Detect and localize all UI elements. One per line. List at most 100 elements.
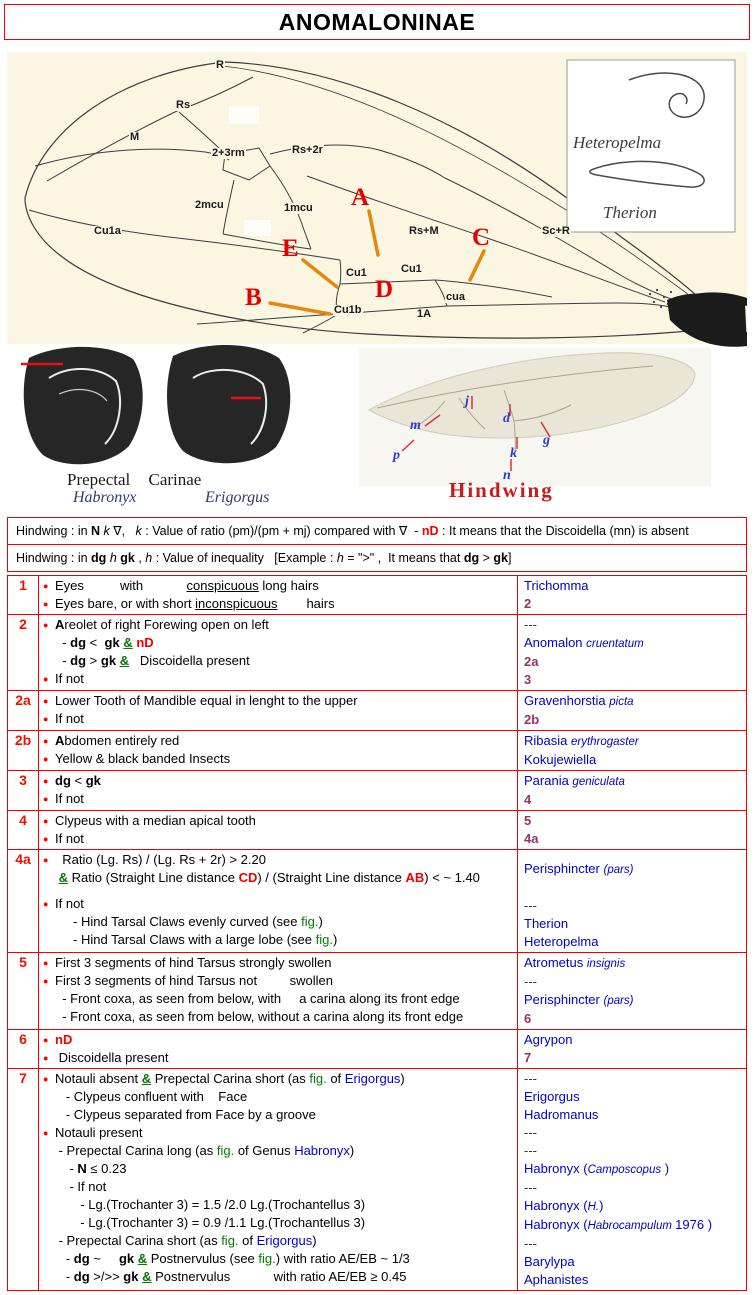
row-number: 2: [7, 614, 39, 691]
taxon-link[interactable]: ): [599, 1198, 604, 1213]
wing-base: [667, 292, 747, 347]
marker-c: C: [472, 224, 491, 251]
red-term: nD: [421, 524, 439, 538]
result-line: Habronyx (Camposcopus ): [519, 1160, 746, 1179]
text-run: h: [109, 551, 117, 565]
text-run: gk: [123, 1269, 139, 1284]
text-run: dg: [70, 635, 87, 650]
result-line: ---: [519, 1142, 746, 1160]
criterion-line: ●Eyes with conspicuous long hairs: [40, 577, 517, 595]
taxon-link[interactable]: Trichomma: [524, 578, 589, 593]
red-term: CD: [238, 870, 258, 885]
taxon-link[interactable]: Gravenhorstia: [524, 693, 610, 708]
text-run: Hindwing : in: [16, 551, 92, 565]
bullet-icon: ●: [43, 674, 49, 684]
taxon-name-italic[interactable]: Habrocampulum: [587, 1220, 676, 1232]
taxon-link[interactable]: Barylypa: [524, 1254, 575, 1269]
taxon-link[interactable]: Agrypon: [524, 1032, 573, 1047]
criterion-line: - Front coxa, as seen from below, withou…: [40, 1008, 517, 1026]
criteria-cell: ●Areolet of right Forewing open on left …: [38, 614, 518, 691]
taxon-link[interactable]: Therion: [524, 916, 569, 931]
taxon-name-italic[interactable]: (pars): [603, 864, 634, 876]
taxon-link[interactable]: Habronyx: [294, 1143, 350, 1158]
row-number: 2a: [7, 690, 39, 731]
taxon-link[interactable]: Ribasia: [524, 733, 571, 748]
text-run: If not: [55, 896, 84, 911]
taxon-link[interactable]: 1976 ): [675, 1217, 713, 1232]
result-line: ---: [519, 1070, 746, 1088]
key-ref: 2: [524, 596, 532, 611]
key-row-1: 1●Eyes with conspicuous long hairs●Eyes …: [7, 575, 747, 615]
taxon-name-italic[interactable]: Camposcopus: [587, 1164, 662, 1176]
legend-row: Hindwing : in dg h gk , h : Value of ine…: [8, 544, 746, 571]
criterion-line: ●If not: [40, 830, 517, 848]
claw-inset: [566, 59, 736, 233]
criterion-line: ●Notauli present: [40, 1124, 517, 1142]
taxon-name-italic[interactable]: cruentatum: [586, 638, 644, 650]
taxon-link[interactable]: Perisphincter: [524, 861, 604, 876]
taxon-link[interactable]: Habronyx (: [524, 1198, 588, 1213]
vein-label-rs-m: Rs+M: [408, 225, 440, 237]
text-run: <: [86, 635, 105, 650]
key-table: 1●Eyes with conspicuous long hairs ● Eyes …: [7, 575, 747, 1291]
taxon-link[interactable]: Habronyx (: [524, 1161, 588, 1176]
criteria-cell: ●Lower Tooth of Mandible equal in lenght…: [38, 690, 518, 731]
taxon-name-italic[interactable]: H.: [587, 1201, 600, 1213]
fig-reference: fig.: [216, 1143, 235, 1158]
row-number: 1: [7, 575, 39, 615]
taxon-name-italic[interactable]: picta: [609, 696, 634, 708]
criterion-line: - dg < gk & nD: [40, 634, 517, 652]
vein-label-2mcu: 2mcu: [194, 199, 225, 211]
taxon-name-italic[interactable]: (pars): [603, 995, 634, 1007]
result-line: Kokujewiella: [519, 751, 746, 769]
taxon-link[interactable]: Parania: [524, 773, 573, 788]
text-run: -: [55, 1161, 78, 1176]
result-line: Parania geniculata: [519, 772, 746, 791]
text-run: -: [55, 653, 71, 668]
taxon-link[interactable]: Erigorgus: [524, 1089, 580, 1104]
marker-pointer-lines: [268, 209, 486, 316]
result-line: ---: [519, 1179, 746, 1197]
text-run: Eyes bare, or with short: [55, 596, 196, 611]
taxon-link[interactable]: Kokujewiella: [524, 752, 597, 767]
taxon-name-italic[interactable]: geniculata: [572, 776, 625, 788]
text-run: Eyes with: [55, 578, 187, 593]
taxon-link[interactable]: Anomalon: [524, 635, 587, 650]
text-run: - Prepectal Carina short (as: [55, 1233, 222, 1248]
text-run: of: [238, 1233, 257, 1248]
text-run: long hairs: [258, 578, 319, 593]
criteria-cell: ●Clypeus with a median apical tooth●If n…: [38, 810, 518, 850]
vein-label-2-3rm: 2+3rm: [211, 147, 246, 159]
taxon-name-italic[interactable]: insignis: [586, 958, 626, 970]
erased-patch: [244, 220, 271, 236]
result-line: 2: [519, 595, 746, 613]
taxon-link[interactable]: Perisphincter: [524, 992, 604, 1007]
taxon-name-italic[interactable]: erythrogaster: [570, 736, 639, 748]
taxon-link[interactable]: Erigorgus: [344, 1071, 401, 1086]
no-result-dash: ---: [524, 1071, 537, 1086]
taxon-link[interactable]: Habronyx (: [524, 1217, 588, 1232]
key-ref: 2a: [524, 654, 539, 669]
taxon-link[interactable]: ): [661, 1161, 670, 1176]
taxon-link[interactable]: Heteropelma: [524, 934, 599, 949]
result-line: Barylypa: [519, 1253, 746, 1271]
text-run: ) with ratio AE/EB ~ 1/3: [275, 1251, 410, 1266]
taxon-link[interactable]: Aphanistes: [524, 1272, 589, 1287]
text-run: >: [479, 551, 494, 565]
vein-label-cu1b: Cu1b: [333, 304, 363, 316]
taxon-link[interactable]: Hadromanus: [524, 1107, 599, 1122]
key-ref: 4: [524, 792, 532, 807]
prepectal-name-habronyx: Habronyx: [73, 489, 137, 506]
text-run: - Front coxa, as seen from below, withou…: [55, 1009, 464, 1024]
row-number: 6: [7, 1029, 39, 1069]
criterion-line: ●Yellow & black banded Insects: [40, 750, 517, 768]
no-result-dash: ---: [524, 1236, 537, 1251]
taxon-link[interactable]: Erigorgus: [256, 1233, 313, 1248]
taxon-link[interactable]: Atrometus: [524, 955, 587, 970]
key-row-4: 4●Clypeus with a median apical tooth●If …: [7, 810, 747, 850]
text-run: - Lg.(Trochanter 3) = 1.5 /2.0 Lg.(Troch…: [55, 1197, 366, 1212]
text-run: k: [135, 524, 142, 538]
